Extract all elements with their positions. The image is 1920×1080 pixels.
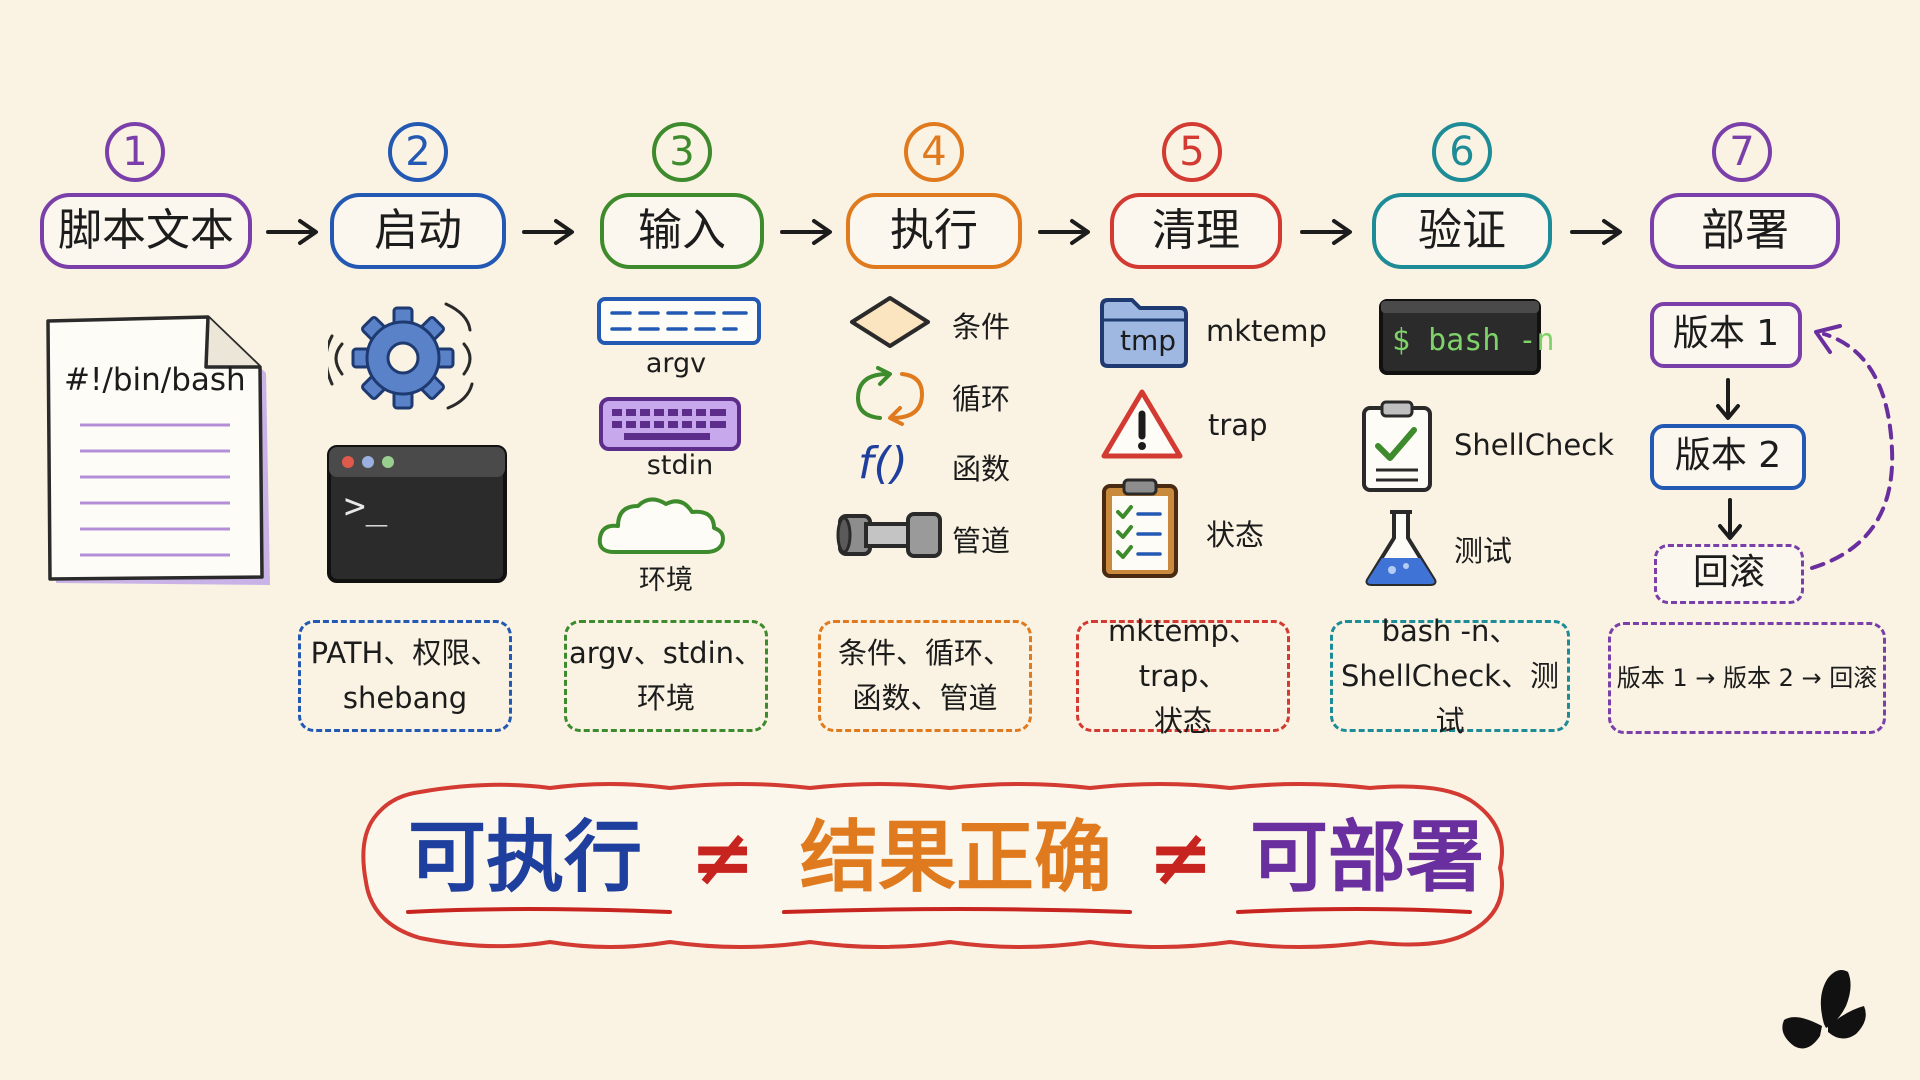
note-line: PATH、权限、	[310, 636, 500, 670]
note-launch: PATH、权限、 shebang	[298, 620, 512, 732]
note-cleanup: mktemp、trap、 状态	[1076, 614, 1290, 738]
arrow-right-icon	[1300, 219, 1352, 245]
terminal-window-icon	[327, 445, 507, 583]
note-input: argv、stdin、 环境	[564, 620, 768, 732]
script-document-icon	[46, 315, 270, 585]
pipe-icon	[836, 512, 942, 558]
status-label: 状态	[1206, 518, 1265, 552]
note-line: mktemp、trap、	[1108, 613, 1258, 693]
arrow-right-icon	[1570, 219, 1622, 245]
test-label: 测试	[1454, 534, 1513, 568]
summary-frame	[361, 782, 1504, 949]
summary-deployable: 可部署	[1250, 813, 1485, 903]
note-deploy: 版本 1 → 版本 2 → 回滚	[1608, 622, 1886, 734]
note-verify: bash -n、 ShellCheck、测试	[1330, 614, 1570, 738]
stdin-label: stdin	[646, 450, 714, 481]
argv-input-icon	[597, 297, 761, 345]
checklist-clipboard-icon	[1102, 478, 1178, 578]
step-3-number: 3	[652, 122, 712, 182]
step-7-number: 7	[1712, 122, 1772, 182]
step-5-number: 5	[1162, 122, 1222, 182]
shebang-line: #!/bin/bash	[64, 362, 246, 398]
step-3-pill: 输入	[600, 193, 764, 269]
summary-correct-result: 结果正确	[800, 813, 1113, 903]
terminal-prompt: >_	[344, 486, 388, 527]
step-1-pill: 脚本文本	[40, 193, 252, 269]
pipe-label: 管道	[952, 524, 1011, 558]
note-line: 环境	[636, 681, 695, 715]
step-2-pill: 启动	[330, 193, 506, 269]
bash-n-command: $ bash -n	[1392, 323, 1555, 358]
arrow-right-icon	[1038, 219, 1090, 245]
terminal-window-icon	[1379, 299, 1541, 375]
version-1-box: 版本 1	[1650, 302, 1802, 368]
argv-label: argv	[645, 348, 707, 379]
cloud-icon	[597, 497, 725, 554]
butterfly-logo-icon	[1782, 970, 1866, 1049]
rollback-curve-arrow-icon	[1810, 324, 1895, 570]
warning-triangle-icon	[1101, 389, 1183, 459]
shellcheck-label: ShellCheck	[1454, 428, 1614, 462]
function-label: 函数	[952, 452, 1011, 486]
summary-not-equal-1: ≠	[690, 813, 756, 903]
step-1-number: 1	[105, 122, 165, 182]
step-5-pill: 清理	[1110, 193, 1282, 269]
keyboard-icon	[599, 397, 741, 451]
arrow-right-icon	[522, 219, 574, 245]
summary-executable: 可执行	[408, 813, 643, 903]
note-line: ShellCheck、测试	[1341, 658, 1559, 738]
step-4-number: 4	[904, 122, 964, 182]
tmp-folder-label: tmp	[1120, 324, 1177, 357]
gear-icon	[328, 302, 474, 410]
loop-label: 循环	[952, 382, 1011, 416]
note-line: 条件、循环、	[837, 636, 1012, 670]
step-4-pill: 执行	[846, 193, 1022, 269]
arrow-right-icon	[780, 219, 832, 245]
arrow-down-icon	[1718, 498, 1742, 540]
trap-label: trap	[1208, 408, 1268, 442]
mktemp-label: mktemp	[1206, 314, 1327, 348]
diamond-condition-icon	[850, 296, 930, 348]
function-icon: f()	[858, 438, 908, 489]
note-line: bash -n、	[1381, 613, 1519, 648]
arrow-right-icon	[266, 219, 318, 245]
note-exec: 条件、循环、 函数、管道	[818, 620, 1032, 732]
summary-underlines	[406, 907, 1472, 914]
env-label: 环境	[639, 565, 693, 596]
rollback-box: 回滚	[1654, 544, 1804, 604]
note-line: shebang	[342, 681, 468, 715]
summary-not-equal-2: ≠	[1148, 813, 1214, 903]
version-2-box: 版本 2	[1650, 424, 1806, 490]
step-6-number: 6	[1432, 122, 1492, 182]
folder-icon	[1100, 298, 1188, 368]
step-2-number: 2	[388, 122, 448, 182]
arrow-down-icon	[1716, 378, 1740, 420]
note-line: 状态	[1153, 703, 1212, 738]
step-6-pill: 验证	[1372, 193, 1552, 269]
flask-icon	[1365, 510, 1437, 586]
note-line: 函数、管道	[852, 681, 998, 715]
condition-label: 条件	[952, 310, 1011, 344]
loop-arrows-icon	[855, 366, 925, 426]
note-line: 版本 1 → 版本 2 → 回滚	[1616, 663, 1878, 692]
note-line: argv、stdin、	[568, 636, 764, 670]
clipboard-check-icon	[1362, 400, 1432, 492]
step-7-pill: 部署	[1650, 193, 1840, 269]
